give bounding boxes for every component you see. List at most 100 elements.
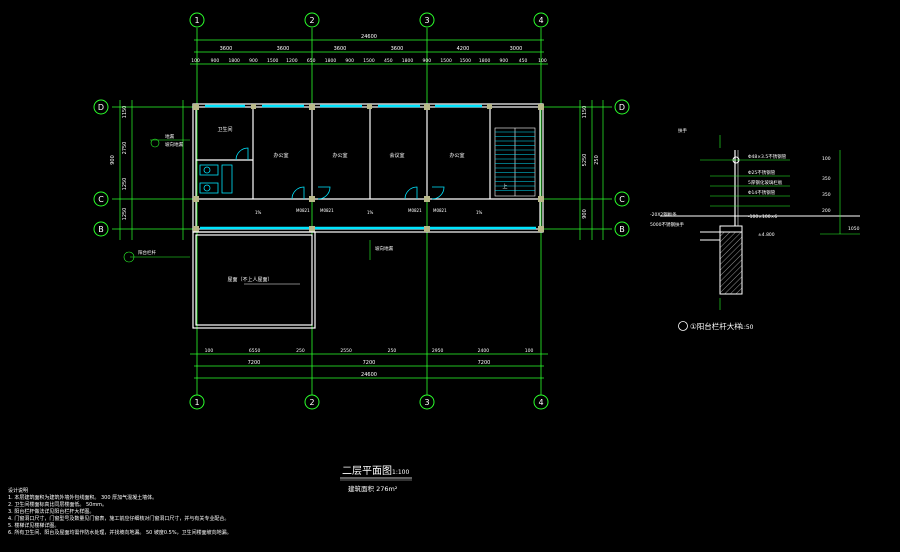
grid-label: C: [619, 195, 625, 204]
dimension-lines-top: [190, 39, 548, 65]
row-bubbles-left: D C B: [93, 99, 109, 237]
room-label-office: 办公室: [449, 152, 464, 159]
dim-text: 4200: [457, 46, 470, 52]
dim-text: 1150: [122, 106, 128, 119]
dim-text: 7200: [363, 360, 376, 366]
grid-axes: [112, 28, 612, 395]
top-segment-dims: 3600 3600 3600 3600 4200 3000: [220, 46, 523, 52]
door-code: M0821: [320, 208, 334, 213]
stair: [494, 127, 536, 197]
note-line: 6. 所有卫生间、阳台及屋面均需作防水处理，并找坡向地漏。 50 坡度0.5%，…: [8, 530, 232, 536]
stair-treads: [495, 131, 535, 191]
dim-text: 24600: [361, 34, 377, 40]
dim-text: 100: [191, 58, 200, 64]
roof-area: [192, 231, 316, 329]
detail-scale: 1:50: [740, 324, 754, 331]
grid-label: 2: [309, 16, 314, 25]
dim-text: 3600: [277, 46, 290, 52]
roof-label: 屋面（不上人屋面）: [227, 276, 272, 283]
note-line: 1. 本层建筑面积为建筑外墙外包线面积。 300 厚加气混凝土墙体。: [8, 495, 158, 501]
windows: [200, 104, 536, 230]
dim-text: 1500: [363, 58, 375, 64]
dim-text: 1500: [440, 58, 452, 64]
dim-text: 1800: [479, 58, 491, 64]
callout-text: 扶手: [678, 127, 687, 134]
dim-text: 350: [822, 192, 831, 198]
notes-heading: 设计说明: [8, 488, 29, 494]
note-line: 5. 楼梯详见楼梯详图。: [8, 523, 60, 529]
callout-text: 5厚钢化玻璃栏板: [748, 179, 783, 186]
design-notes: 设计说明 1. 本层建筑面积为建筑外墙外包线面积。 300 厚加气混凝土墙体。 …: [8, 488, 232, 537]
railing-dims: 100 350 350 200 1050: [822, 156, 860, 232]
dim-text: 24600: [361, 372, 377, 378]
dim-text: 7200: [248, 360, 261, 366]
right-dims: 1150 5250 900 250: [582, 106, 600, 219]
dim-text: 2400: [478, 348, 490, 354]
dim-text: 250: [388, 348, 397, 354]
column-bubbles-bottom: 1 2 3 4: [189, 394, 549, 410]
grid-label: B: [619, 225, 625, 234]
dim-text: 250: [594, 155, 600, 165]
dim-text: 1150: [582, 106, 588, 119]
dim-text: 900: [345, 58, 354, 64]
dim-text: 2550: [340, 348, 352, 354]
grid-label: C: [98, 195, 104, 204]
grid-label: 3: [424, 16, 429, 25]
door-codes: M0821 M0821 M0821 M0821: [296, 208, 447, 213]
dim-text: 1200: [286, 58, 298, 64]
stair-up-label: 上: [502, 183, 507, 190]
elevation-text: ±4.800: [758, 232, 775, 238]
dim-text: 1500: [267, 58, 279, 64]
dimension-lines-side: [119, 100, 604, 240]
grid-label: 1: [194, 16, 199, 25]
leader-notes: [123, 138, 371, 263]
dim-text: 2750: [122, 142, 128, 155]
dim-text: 1250: [122, 178, 128, 191]
railing-detail: [660, 135, 860, 331]
drawing-scale: 1:100: [392, 469, 409, 476]
area-label: 建筑面积 276m²: [348, 484, 398, 493]
dim-text: 100: [205, 348, 214, 354]
dim-text: 100: [822, 156, 831, 162]
balcony-note-label: 阳台栏杆: [138, 249, 156, 256]
dim-text: 1050: [848, 226, 860, 232]
bottom-segment-dims: 7200 7200 7200: [248, 360, 491, 366]
slope-text: 1%: [255, 210, 262, 215]
detail-title: ①阳台栏杆大样: [690, 321, 742, 331]
room-label-wc: 卫生间: [217, 126, 232, 133]
dim-text: 900: [249, 58, 258, 64]
grid-label: 2: [309, 398, 314, 407]
grid-label: 4: [538, 398, 543, 407]
row-bubbles-right: D C B: [614, 99, 630, 237]
callout-text: Φ14不锈钢管: [748, 189, 776, 196]
dim-text: 3600: [220, 46, 233, 52]
dim-text: 100: [525, 348, 534, 354]
room-label-office: 办公室: [273, 152, 288, 159]
grid-label: 3: [424, 398, 429, 407]
callout-text: Φ48×3.5不锈钢管: [748, 153, 787, 160]
dim-text: 3600: [391, 46, 404, 52]
slope-note-label: 坡向地漏: [165, 141, 183, 148]
dim-text: 900: [211, 58, 220, 64]
dimension-lines-bottom: [190, 353, 548, 379]
doors: [235, 147, 445, 200]
dim-text: 1500: [460, 58, 472, 64]
dim-text: 1800: [325, 58, 337, 64]
dim-text: 250: [296, 348, 305, 354]
door-code: M0821: [433, 208, 447, 213]
floor-drain-label: 地漏: [165, 133, 174, 140]
note-line: 2. 卫生间楼面标高比同层楼面低。 50mm。: [8, 502, 108, 508]
slope-text: 1%: [476, 210, 483, 215]
dim-text: 650: [307, 58, 316, 64]
dim-text: 900: [423, 58, 432, 64]
dim-text: 3000: [510, 46, 523, 52]
slope-marks: 1% 1% 1%: [255, 210, 483, 215]
drawing-title: 二层平面图: [342, 465, 392, 477]
dim-text: 7200: [478, 360, 491, 366]
grid-label: 1: [194, 398, 199, 407]
railing-callouts: 扶手 Φ48×3.5不锈钢管 Φ25不锈钢管 5厚钢化玻璃栏板 Φ14不锈钢管 …: [650, 127, 787, 238]
grid-label: 4: [538, 16, 543, 25]
dim-text: 5250: [582, 154, 588, 167]
